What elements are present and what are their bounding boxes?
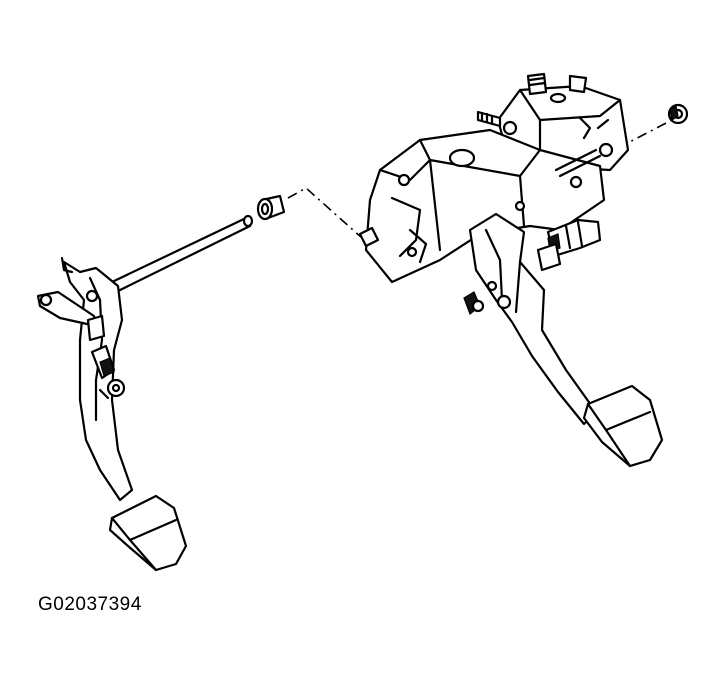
clutch-pedal-pad: [108, 494, 188, 572]
bushing-left: [256, 194, 286, 221]
pivot-shaft: [110, 214, 254, 294]
pedal-support-bracket: [358, 128, 614, 284]
clutch-pedal-arm: [36, 256, 134, 502]
pushrod-clevis: [536, 218, 602, 272]
alignment-line-left: [287, 187, 363, 239]
brake-pedal-pad: [582, 384, 664, 468]
alignment-line-right: [617, 119, 673, 149]
brake-pivot-nut: [463, 291, 485, 315]
bolt-top-right: [667, 103, 689, 125]
figure-id-label: G02037394: [38, 594, 142, 615]
